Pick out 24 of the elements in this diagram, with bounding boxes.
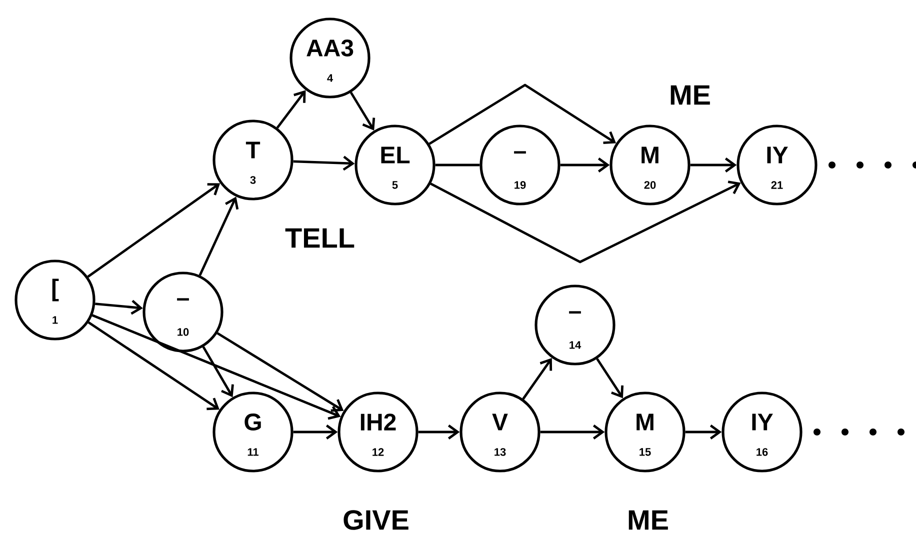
word-label: ME — [670, 85, 710, 105]
arrow — [428, 84, 616, 145]
arrow — [95, 300, 143, 315]
arrow — [430, 180, 741, 264]
arrow — [92, 314, 341, 420]
word-label: GIVE — [344, 510, 408, 530]
arrow — [293, 424, 338, 440]
arrow — [596, 358, 624, 398]
arrow — [540, 424, 605, 440]
arrow — [560, 158, 610, 172]
arrow — [88, 321, 220, 410]
arrow — [202, 346, 234, 398]
arrow — [198, 196, 239, 276]
arrow — [690, 158, 737, 172]
arrow — [522, 358, 552, 400]
word-label: TELL — [285, 228, 354, 248]
arrow — [276, 90, 306, 129]
arrow — [87, 183, 220, 278]
word-label: ME — [628, 510, 668, 530]
arrow — [350, 92, 376, 131]
arrow — [216, 332, 344, 412]
arrow — [293, 156, 355, 171]
arrow — [418, 424, 460, 440]
arrow — [685, 424, 722, 440]
